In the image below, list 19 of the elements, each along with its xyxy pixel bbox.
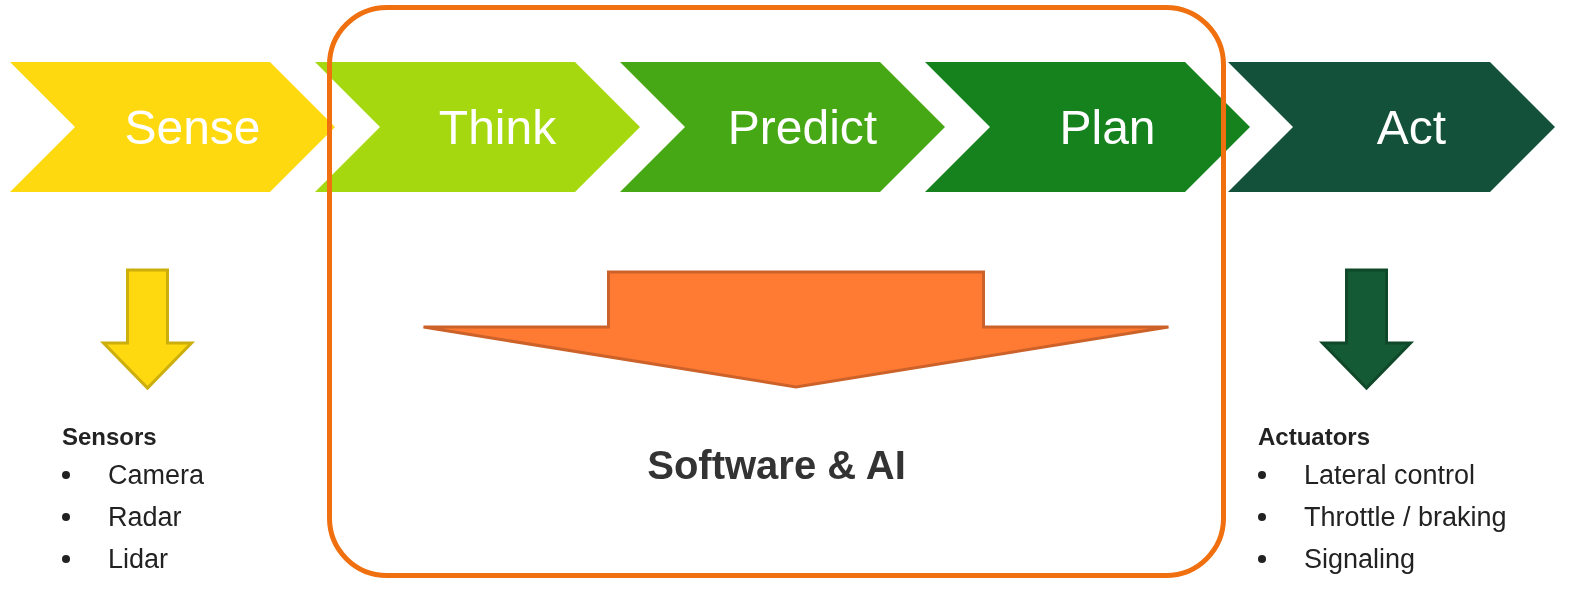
step-label: Think	[438, 99, 557, 155]
chevron-step	[10, 62, 335, 192]
bullet-item: Lateral control	[1304, 459, 1476, 492]
chevron-step	[1228, 62, 1555, 192]
step-label: Predict	[727, 99, 878, 155]
list-heading: Actuators	[1258, 422, 1371, 452]
list-heading: Sensors	[62, 422, 157, 452]
step-label: Act	[1376, 99, 1447, 155]
block-arrow	[99, 268, 196, 391]
block-arrow	[1318, 268, 1415, 391]
bullet-item: Lidar	[108, 543, 169, 576]
frame-label: Software & AI	[647, 443, 906, 488]
bullet-item: Camera	[108, 459, 205, 492]
step-label: Sense	[124, 99, 261, 155]
bullet-item: Signaling	[1304, 543, 1416, 576]
step-label: Plan	[1059, 99, 1156, 155]
bullet-item: Throttle / braking	[1304, 501, 1507, 534]
bullet-item: Radar	[108, 501, 182, 534]
block-arrow	[422, 270, 1170, 389]
